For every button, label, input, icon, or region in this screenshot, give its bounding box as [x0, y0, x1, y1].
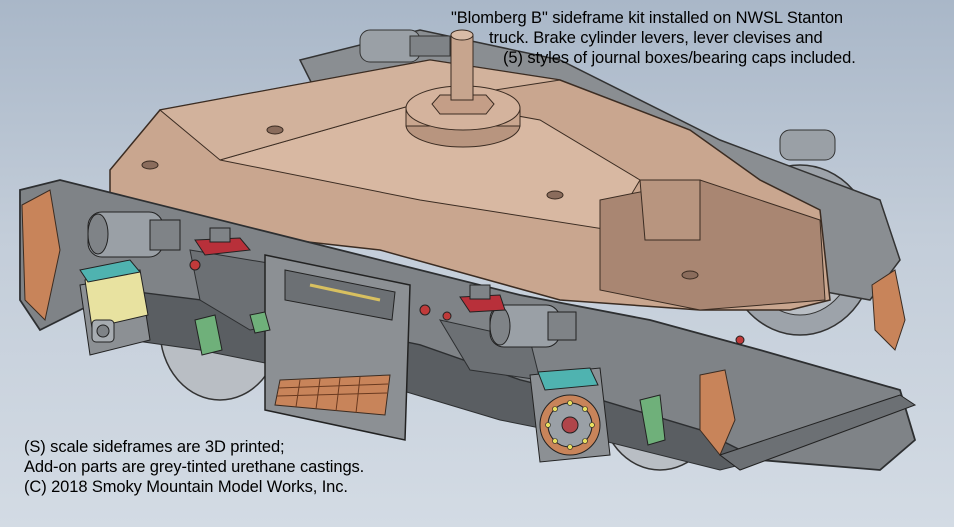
brake-lever-left: [194, 227, 251, 256]
spring-pocket: [264, 254, 411, 441]
inner-wheel-accents: [194, 311, 666, 446]
equalizer-bar: [718, 394, 917, 471]
journal-box-left: [79, 259, 151, 356]
brake-shoe-left: [21, 189, 61, 322]
rear-brake-cylinder-top: [359, 29, 451, 63]
caption-bottom-line3: (C) 2018 Smoky Mountain Model Works, Inc…: [24, 478, 348, 496]
caption-bottom-line2: Add-on parts are grey-tinted urethane ca…: [24, 458, 365, 476]
center-pin: [405, 29, 521, 148]
front-brake-cylinder-left: [87, 211, 181, 258]
mounting-holes: [141, 125, 699, 280]
brake-shoe-grid: [274, 374, 391, 416]
journal-box-right: [529, 367, 611, 463]
brake-shoe-right-rear: [871, 269, 906, 351]
sideframe-holes: [189, 259, 745, 345]
caption-top-line1: "Blomberg B" sideframe kit installed on …: [451, 9, 844, 27]
brake-shoe-right-front: [699, 369, 736, 456]
caption-top-line2: truck. Brake cylinder levers, lever clev…: [489, 29, 823, 47]
caption-bottom: (S) scale sideframes are 3D printed; Add…: [24, 437, 364, 497]
caption-top: "Blomberg B" sideframe kit installed on …: [451, 8, 856, 68]
caption-top-line3: (5) styles of journal boxes/bearing caps…: [503, 49, 856, 67]
caption-bottom-line1: (S) scale sideframes are 3D printed;: [24, 438, 285, 456]
brake-lever-right: [459, 284, 506, 313]
front-brake-cylinder-right: [489, 304, 577, 348]
rear-brake-cylinder-right: [779, 129, 836, 161]
